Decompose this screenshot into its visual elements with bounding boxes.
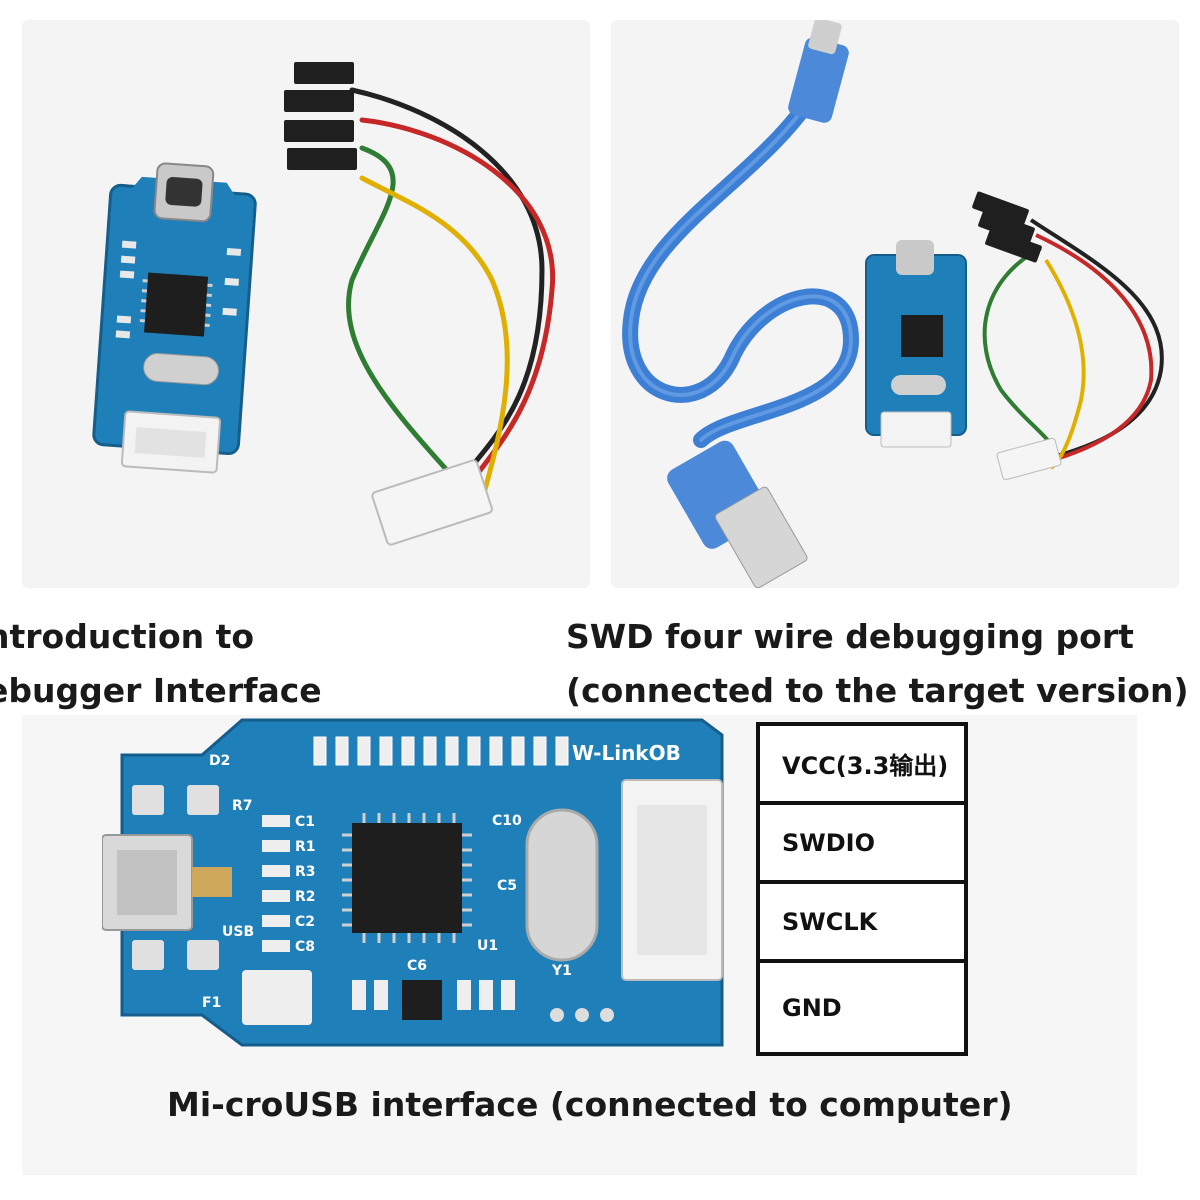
silk-d2: D2 xyxy=(209,753,230,769)
debugger-with-jumper-wires-photo xyxy=(22,20,590,588)
swd-pinout-table: VCC(3.3输出) SWDIO SWCLK GND xyxy=(756,722,968,1056)
pin-swdio: SWDIO xyxy=(760,805,964,884)
usb-interface-caption: Mi-croUSB interface (connected to comput… xyxy=(167,1085,1013,1124)
silk-y1: Y1 xyxy=(551,963,572,979)
silk-f1: F1 xyxy=(202,995,221,1011)
silk-r7: R7 xyxy=(232,798,253,814)
silk-u1: U1 xyxy=(477,938,498,954)
silk-c2: C2 xyxy=(295,914,315,930)
interface-intro-caption: ntroduction to ebugger Interface xyxy=(0,610,540,718)
pin-swclk: SWCLK xyxy=(760,884,964,963)
board-closeup-panel: W-LinkOB D2 R7 C1 R1 R3 R2 C2 C8 USB F1 … xyxy=(22,715,1137,1175)
caption-right-line1: SWD four wire debugging port xyxy=(566,617,1134,656)
pcb-closeup-illustration: W-LinkOB D2 R7 C1 R1 R3 R2 C2 C8 USB F1 … xyxy=(102,718,724,1047)
caption-right-line2: (connected to the target version) xyxy=(566,671,1189,710)
product-silk-label: W-LinkOB xyxy=(572,741,681,765)
pin-vcc: VCC(3.3输出) xyxy=(760,726,964,805)
silk-c5: C5 xyxy=(497,878,517,894)
debugger-with-usb-cable-photo xyxy=(611,20,1179,588)
debugger-with-usb-cable-illustration xyxy=(622,20,1164,588)
silk-r2: R2 xyxy=(295,889,316,905)
silk-r3: R3 xyxy=(295,864,316,880)
caption-left-line1: ntroduction to xyxy=(0,617,255,656)
debugger-with-jumper-wires-illustration xyxy=(92,62,556,546)
silk-r1: R1 xyxy=(295,839,316,855)
caption-left-line2: ebugger Interface xyxy=(0,671,322,710)
silk-c1: C1 xyxy=(295,814,315,830)
silk-u0: C6 xyxy=(407,958,427,974)
silk-c8: C8 xyxy=(295,939,315,955)
pin-gnd: GND xyxy=(782,993,842,1022)
silk-c10: C10 xyxy=(492,813,522,829)
swd-port-caption: SWD four wire debugging port (connected … xyxy=(566,610,1200,718)
silk-usb: USB xyxy=(222,924,254,940)
